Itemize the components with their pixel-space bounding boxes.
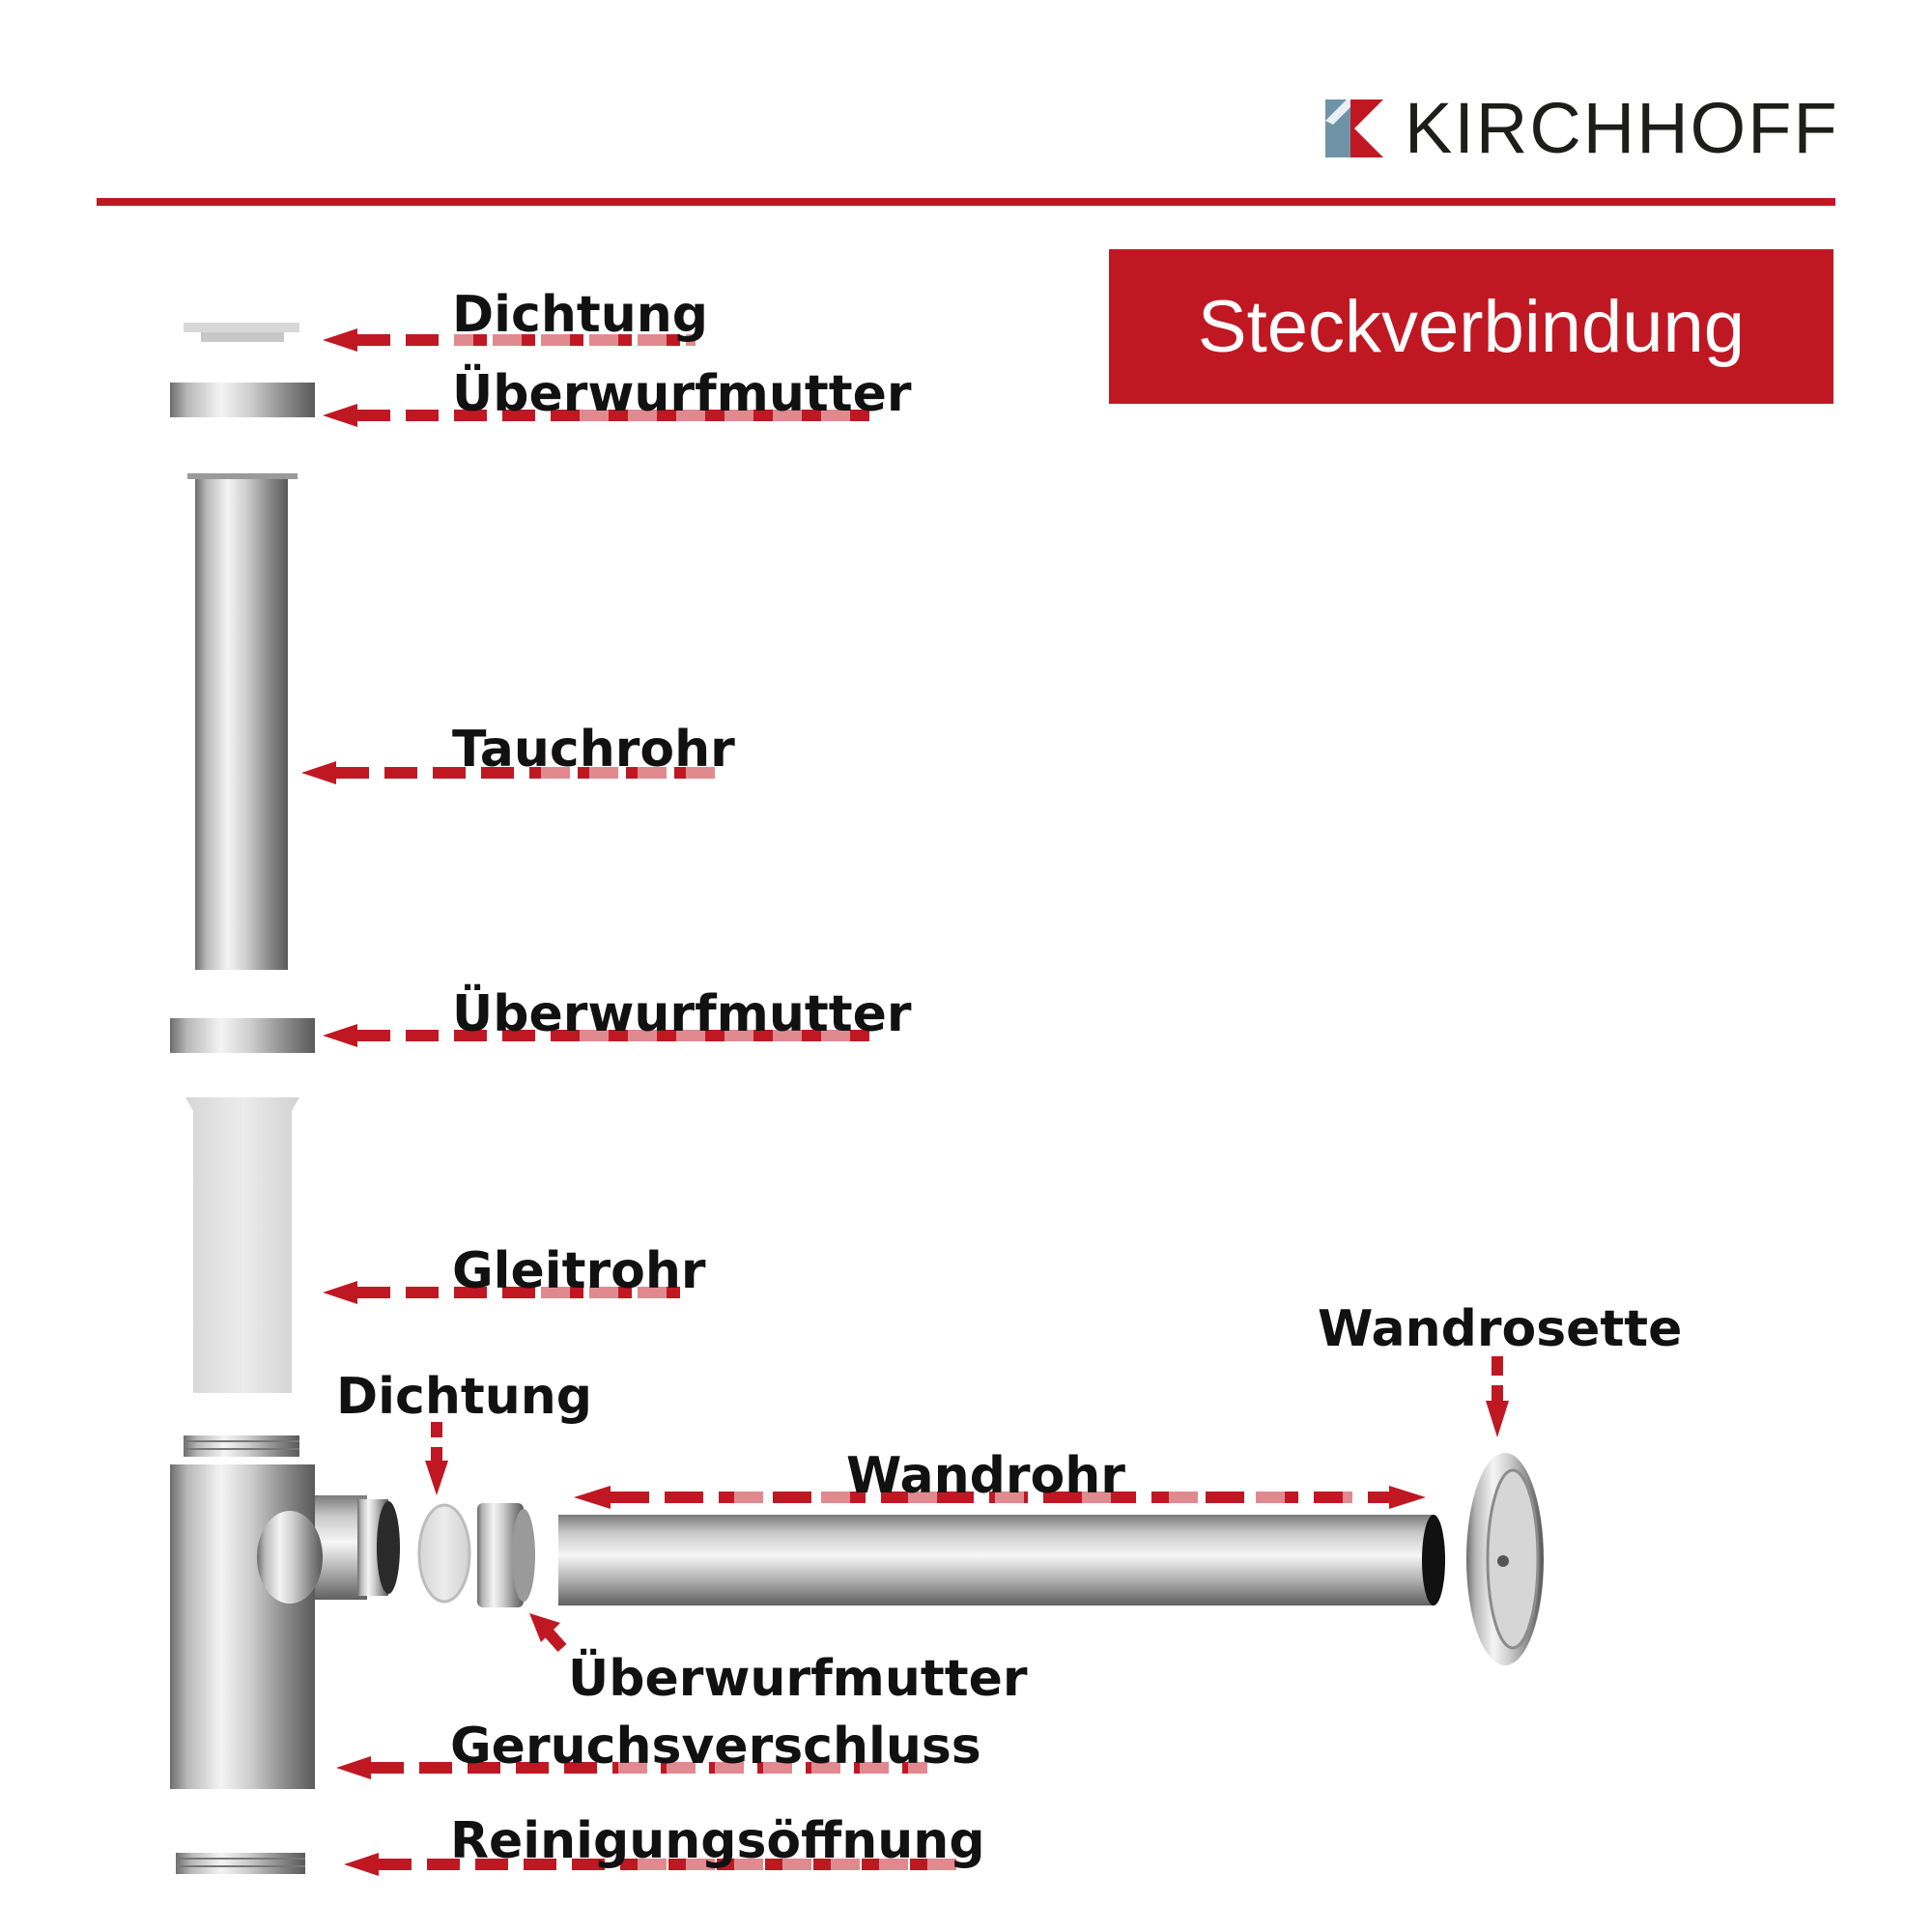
label-reinigungsoeffnung: Reinigungsöffnung <box>450 1812 985 1870</box>
label-tauchrohr: Tauchrohr <box>452 721 735 779</box>
header-divider <box>97 198 1835 206</box>
trap-body-part <box>170 1435 400 1789</box>
brand-name: KIRCHHOFF <box>1405 88 1839 168</box>
label-ueberwurfmutter-3: Überwurfmutter <box>568 1650 1028 1708</box>
connection-type-badge: Steckverbindung <box>1109 249 1833 404</box>
cleaning-cap-part <box>176 1853 305 1874</box>
label-gleitrohr: Gleitrohr <box>452 1242 706 1300</box>
arrow-dichtung-top <box>323 328 696 352</box>
label-ueberwurfmutter-1: Überwurfmutter <box>452 365 912 423</box>
pointer-arrows <box>301 328 1509 1876</box>
arrow-geruchsverschluss <box>336 1756 927 1779</box>
arrow-wandrohr <box>574 1486 1426 1509</box>
union-nut-1-part <box>170 383 315 417</box>
union-nut-3-part <box>477 1503 535 1607</box>
arrow-reinigungsoeffnung <box>344 1853 956 1876</box>
slide-tube-part <box>185 1097 299 1393</box>
dip-tube-part <box>187 473 298 970</box>
gasket-top-part <box>184 323 299 342</box>
gasket-side-part <box>417 1503 471 1604</box>
badge-text: Steckverbindung <box>1197 285 1746 368</box>
label-dichtung-side: Dichtung <box>336 1368 592 1426</box>
arrow-wandrosette <box>1486 1356 1509 1437</box>
arrow-ueberwurfmutter-1 <box>323 404 869 427</box>
arrow-dichtung-side <box>425 1422 448 1495</box>
label-wandrohr: Wandrohr <box>846 1447 1125 1505</box>
label-ueberwurfmutter-2: Überwurfmutter <box>452 985 912 1043</box>
arrow-ueberwurfmutter-3 <box>529 1613 567 1652</box>
brand-logo: KIRCHHOFF <box>1325 93 1839 164</box>
label-geruchsverschluss: Geruchsverschluss <box>450 1718 981 1776</box>
wall-pipe-part <box>558 1515 1445 1605</box>
label-dichtung-top: Dichtung <box>452 286 708 344</box>
kirchhoff-k-logo-icon <box>1325 99 1383 157</box>
arrow-ueberwurfmutter-2 <box>323 1024 869 1047</box>
label-wandrosette: Wandrosette <box>1318 1300 1683 1358</box>
arrow-gleitrohr <box>323 1281 682 1304</box>
union-nut-2-part <box>170 1018 315 1053</box>
wall-rosette-part <box>1466 1453 1544 1665</box>
arrow-tauchrohr <box>301 761 715 784</box>
